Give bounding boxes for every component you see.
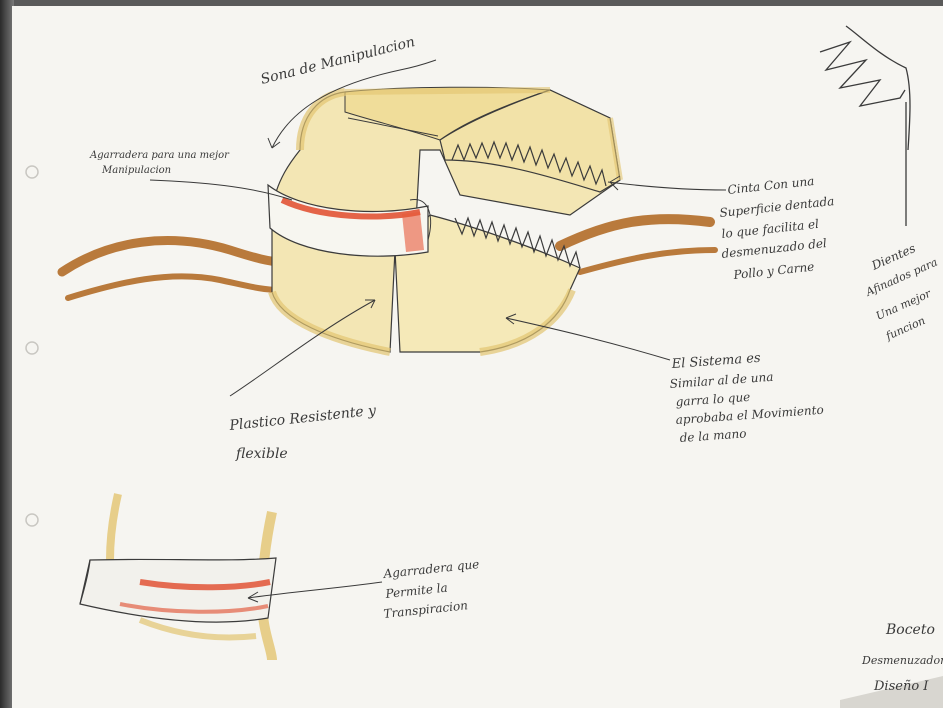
label-boceto-1: Boceto <box>885 622 935 638</box>
label-agarradera-1: Agarradera para una mejor <box>89 150 230 161</box>
label-boceto-3: Diseño I <box>873 679 929 694</box>
left-shadow <box>0 0 14 708</box>
label-agarradera-2: Manipulacion <box>101 165 171 176</box>
label-plastico-2: flexible <box>235 446 288 462</box>
label-boceto-2: Desmenuzador <box>861 654 943 667</box>
